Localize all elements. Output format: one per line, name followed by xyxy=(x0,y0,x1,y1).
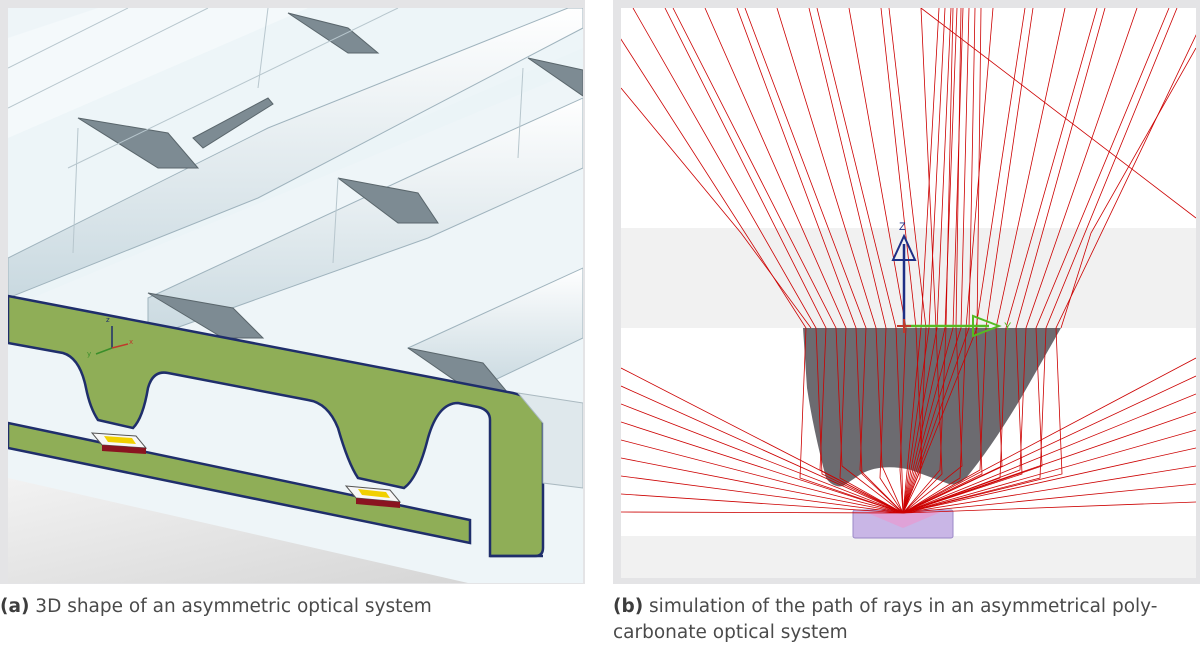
panel-b-ray-simulation: Z Y xyxy=(613,0,1200,584)
axis-b-z-label: Z xyxy=(899,221,906,233)
ray xyxy=(621,403,904,514)
caption-a: (a) 3D shape of an asymmetric optical sy… xyxy=(0,594,590,620)
ray xyxy=(902,8,1034,514)
axis-triad-a: z x y xyxy=(87,316,133,358)
ray xyxy=(902,8,964,514)
ray xyxy=(621,457,904,514)
optical-system-3d-drawing: z x y xyxy=(8,8,583,583)
ray xyxy=(632,8,904,514)
ray xyxy=(902,447,1196,514)
ray xyxy=(621,385,904,514)
caption-b-tag: (b) xyxy=(613,596,644,617)
ray xyxy=(902,8,982,514)
ray xyxy=(621,439,904,514)
ray xyxy=(902,8,1170,514)
ray xyxy=(736,8,904,514)
ray xyxy=(1060,47,1196,329)
ray xyxy=(902,8,1106,514)
ray xyxy=(672,8,904,514)
axis-a-y-label: y xyxy=(87,350,91,358)
ray xyxy=(902,357,1196,514)
caption-b-text: simulation of the path of rays in an asy… xyxy=(613,596,1158,643)
ray xyxy=(902,8,952,514)
ray-trace-drawing: Z Y xyxy=(621,8,1196,578)
caption-a-tag: (a) xyxy=(0,596,30,617)
ray xyxy=(621,475,904,514)
ray xyxy=(902,8,1026,514)
ray xyxy=(621,38,904,514)
ray xyxy=(776,8,904,514)
ray xyxy=(902,501,1196,514)
cross-section xyxy=(8,294,545,558)
ray xyxy=(621,511,904,514)
ridge-prism-caps xyxy=(77,12,583,394)
axis-a-x-label: x xyxy=(129,338,133,346)
ray xyxy=(902,411,1196,514)
housing-band xyxy=(621,228,1196,328)
ray xyxy=(621,367,904,514)
axis-a-z-label: z xyxy=(106,316,110,324)
ray xyxy=(848,8,907,514)
ray xyxy=(816,8,904,514)
ray xyxy=(744,8,904,514)
ray xyxy=(902,8,1178,514)
led-right xyxy=(344,485,402,508)
ray xyxy=(902,8,976,514)
led-left xyxy=(90,432,148,454)
axis-triad-b: Z Y xyxy=(891,221,1012,338)
ray xyxy=(621,493,904,514)
ray xyxy=(902,375,1196,514)
ray xyxy=(902,8,994,514)
caption-a-text: 3D shape of an asymmetric optical system xyxy=(35,596,432,617)
ray xyxy=(704,8,904,514)
ray xyxy=(902,483,1196,514)
ray xyxy=(920,8,1196,219)
ray-bundle xyxy=(621,8,1196,514)
ray xyxy=(808,8,904,514)
ray xyxy=(621,421,904,514)
ray xyxy=(902,8,970,514)
ray xyxy=(902,465,1196,514)
ray xyxy=(902,8,946,514)
ray xyxy=(902,429,1196,514)
ray xyxy=(902,393,1196,514)
ray xyxy=(902,8,943,514)
ray xyxy=(902,8,940,514)
panel-a-3d-render: z x y xyxy=(0,0,585,584)
ray xyxy=(902,8,954,514)
ray xyxy=(902,34,1196,514)
ray xyxy=(621,87,812,329)
axis-b-y-label: Y xyxy=(1004,321,1012,333)
base-band xyxy=(621,536,1196,578)
ray xyxy=(902,8,963,514)
caption-b: (b) simulation of the path of rays in an… xyxy=(613,594,1200,646)
ray xyxy=(902,8,1138,514)
ray xyxy=(902,8,958,514)
